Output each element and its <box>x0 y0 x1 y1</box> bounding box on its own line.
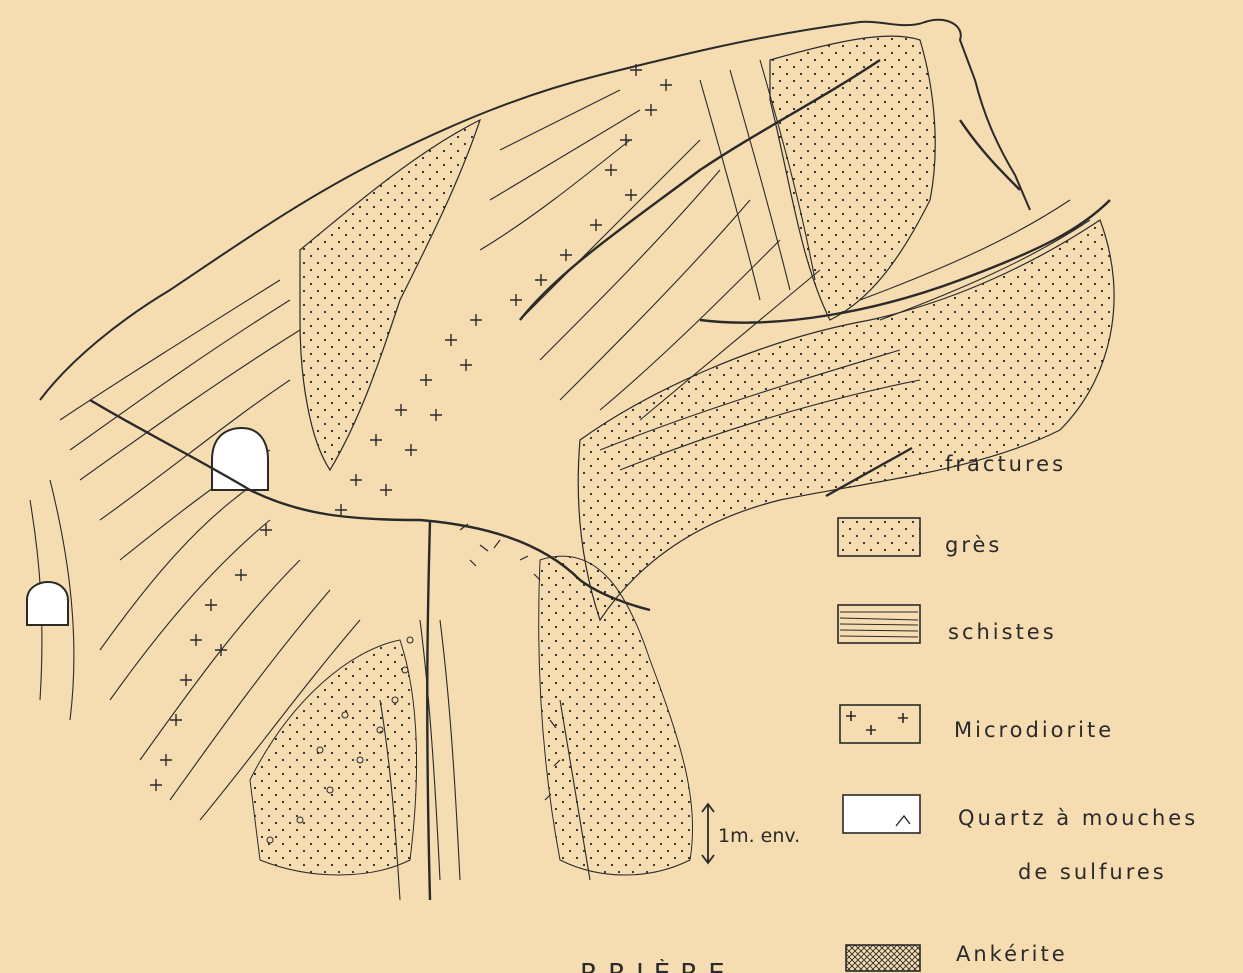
legend-label-microdiorite: Microdiorite <box>954 718 1114 742</box>
gres-band-5 <box>250 640 417 875</box>
legend-gres-swatch <box>838 518 920 556</box>
legend-quartz-swatch <box>843 795 920 833</box>
legend-label-quartz: Quartz à mouches <box>958 806 1198 830</box>
tunnel-upper <box>212 428 268 490</box>
legend-microdiorite-swatch <box>840 705 920 743</box>
legend-label-schistes: schistes <box>948 620 1057 644</box>
gres-band-1 <box>300 120 480 470</box>
scale-label: 1m. env. <box>718 825 800 847</box>
legend-label-sulfures: de sulfures <box>1018 860 1167 884</box>
tunnel-lower <box>27 582 68 625</box>
legend-label-gres: grès <box>945 533 1002 557</box>
legend-label-ankerite: Ankérite <box>956 942 1068 966</box>
scale-arrow <box>702 804 714 863</box>
cropped-title: RRIÈRE <box>580 959 735 973</box>
legend-ankerite-swatch <box>846 945 920 971</box>
gres-band-4 <box>539 556 693 875</box>
legend-label-fractures: fractures <box>945 452 1066 476</box>
